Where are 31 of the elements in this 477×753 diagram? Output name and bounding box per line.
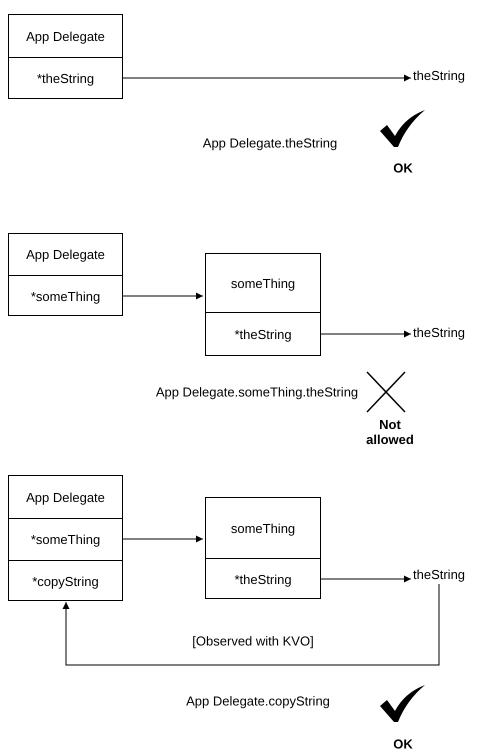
- object-box: [8, 233, 123, 316]
- object-title: App Delegate: [26, 247, 105, 262]
- object-title: someThing: [230, 276, 296, 290]
- object-title: App Delegate: [26, 490, 105, 504]
- verdict-text: OK: [392, 736, 414, 752]
- property-row: *theString: [206, 558, 320, 599]
- expression-text: App Delegate.someThing.theString: [154, 384, 360, 400]
- arrow: [320, 576, 412, 582]
- value-text: theString: [413, 325, 466, 340]
- property-row: *someThing: [9, 518, 122, 560]
- property-row: *theString: [206, 312, 320, 356]
- verdict-text: OK: [392, 160, 414, 176]
- object-title: someThing: [230, 520, 296, 536]
- arrow: [62, 584, 440, 666]
- property-row: *copyString: [9, 560, 122, 601]
- arrow: [320, 330, 412, 338]
- value-text: theString: [413, 567, 466, 582]
- object-box: [205, 253, 321, 356]
- arrow: [122, 74, 412, 82]
- verdict-text: Not allowed: [365, 417, 415, 447]
- object-title: App Delegate: [26, 28, 105, 44]
- arrow: [122, 536, 204, 542]
- expression-text: App Delegate.copyString: [185, 694, 331, 708]
- value-text: theString: [413, 68, 466, 83]
- object-box: [205, 497, 321, 599]
- property-row: *theString: [9, 57, 122, 99]
- property-row: *someThing: [9, 275, 122, 316]
- object-box: [8, 14, 123, 99]
- expression-text: App Delegate.theString: [202, 136, 338, 150]
- object-box: [8, 475, 123, 601]
- arrow: [122, 292, 204, 300]
